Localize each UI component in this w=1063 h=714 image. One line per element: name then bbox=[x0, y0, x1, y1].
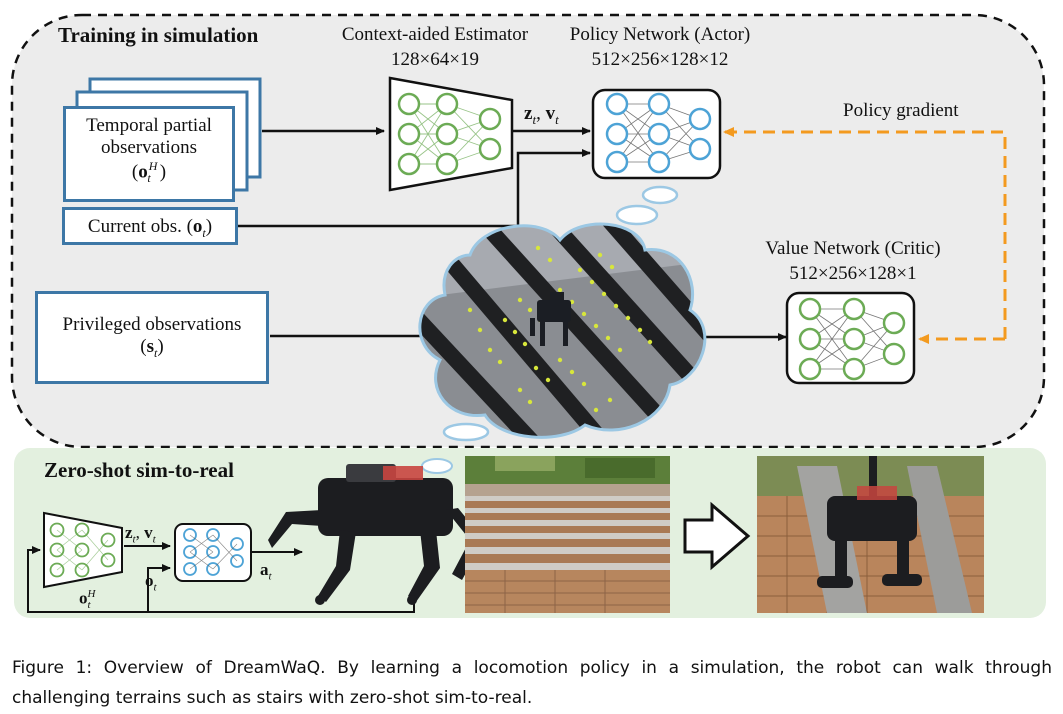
actor-size: 512×256×128×12 bbox=[591, 49, 729, 70]
small-actor-icon bbox=[174, 523, 252, 582]
robot-on-stairs-photo bbox=[757, 456, 984, 613]
privileged-obs-symbol: (st) bbox=[140, 336, 164, 360]
right-arrow-icon bbox=[683, 501, 751, 571]
critic-network-icon bbox=[785, 291, 916, 385]
estimator-network-icon bbox=[388, 76, 514, 192]
robot-icon bbox=[268, 464, 484, 605]
temporal-obs-line1: Temporal partial bbox=[86, 115, 212, 136]
zs-obs-label: ot bbox=[145, 571, 157, 594]
temporal-observations-box: Temporal partial observations (oHt) bbox=[63, 106, 235, 202]
latent-label: zt, vt bbox=[524, 103, 559, 127]
figure-caption: Figure 1: Overview of DreamWaQ. By learn… bbox=[12, 653, 1052, 713]
estimator-name: Context-aided Estimator bbox=[341, 24, 529, 45]
zs-action-label: at bbox=[260, 560, 272, 583]
temporal-obs-symbol: (oHt) bbox=[131, 159, 167, 186]
zs-latent-label: zt, vt bbox=[125, 523, 156, 546]
zero-shot-title: Zero-shot sim-to-real bbox=[44, 458, 234, 482]
policy-gradient-label: Policy gradient bbox=[843, 100, 959, 121]
zs-hist-label: oHt bbox=[79, 588, 96, 612]
stairs-photo bbox=[465, 456, 670, 613]
current-observation-box: Current obs. (ot) bbox=[62, 207, 238, 245]
actor-network-icon bbox=[591, 88, 722, 180]
caption-line-2: challenging terrains such as stairs with… bbox=[12, 688, 533, 708]
actor-name: Policy Network (Actor) bbox=[569, 24, 751, 45]
privileged-obs-line1: Privileged observations bbox=[62, 314, 242, 335]
privileged-observations-box: Privileged observations (st) bbox=[35, 291, 269, 384]
caption-line-1: Figure 1: Overview of DreamWaQ. By learn… bbox=[12, 658, 1052, 678]
simulation-cloud bbox=[418, 222, 707, 439]
critic-size: 512×256×128×1 bbox=[789, 263, 917, 284]
small-estimator-icon bbox=[43, 511, 123, 589]
temporal-obs-line2: observations bbox=[100, 137, 198, 158]
training-title: Training in simulation bbox=[58, 23, 259, 47]
critic-name: Value Network (Critic) bbox=[765, 238, 941, 259]
estimator-size: 128×64×19 bbox=[391, 49, 479, 70]
